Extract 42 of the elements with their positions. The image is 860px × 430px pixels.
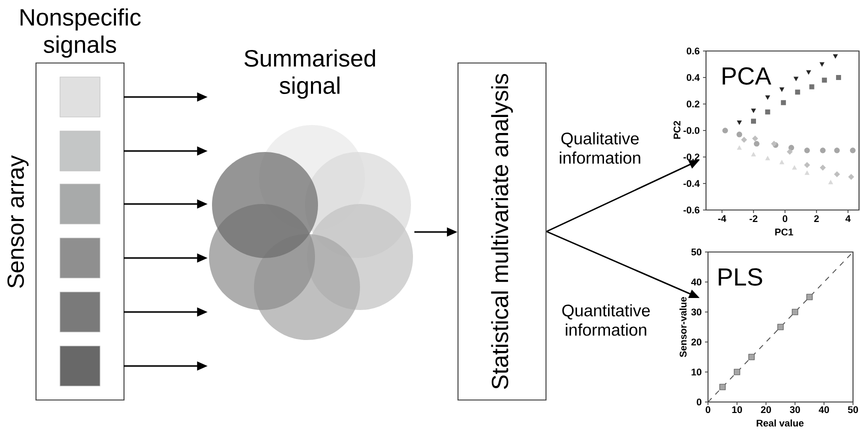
edge-label: Quantitative information xyxy=(558,302,654,338)
tick-label: 2 xyxy=(814,215,819,222)
plot-title: PCA xyxy=(722,67,772,85)
tick-label: 30 xyxy=(790,406,800,414)
sensor-square xyxy=(60,238,100,278)
tick-label: 0 xyxy=(782,215,788,222)
sensor-square xyxy=(60,292,100,332)
sensor-square xyxy=(60,346,100,386)
tick-label: 10 xyxy=(732,406,742,414)
tick-label: 20 xyxy=(760,406,771,414)
axis-title: Sensor-value xyxy=(679,296,687,358)
sensor-square xyxy=(60,184,100,224)
edge-label: Qualitative information xyxy=(552,130,648,166)
axis-title: PC2 xyxy=(674,121,680,139)
heading: Nonspecific signals xyxy=(20,8,141,58)
tick-label: 20 xyxy=(691,338,702,346)
sensor-square xyxy=(60,76,100,118)
tick-label: -4 xyxy=(718,215,726,222)
tick-label: 50 xyxy=(691,248,702,256)
tick-label: 40 xyxy=(691,278,702,286)
tick-label: 50 xyxy=(848,406,858,414)
tick-label: 10 xyxy=(692,368,702,376)
tick-label: -2 xyxy=(750,215,758,222)
tick-label: 0.6 xyxy=(686,48,700,54)
axis-title: Real value xyxy=(756,419,804,427)
plot-title: PLS xyxy=(718,268,762,286)
heading: Summarised signal xyxy=(244,49,376,99)
tick-label: 0 xyxy=(696,398,702,406)
tick-label: 4 xyxy=(845,215,851,222)
side-label: Sensor array xyxy=(7,155,29,288)
sensor-square xyxy=(60,130,100,172)
tick-label: 40 xyxy=(818,406,829,414)
tick-label: -0.4 xyxy=(684,180,700,187)
tick-label: 0 xyxy=(706,406,710,414)
tick-label: -0.6 xyxy=(684,206,700,214)
axis-title: PC1 xyxy=(775,228,794,236)
box-label: Statistical multivariate analysis xyxy=(491,74,513,389)
tick-label: -0.2 xyxy=(684,154,700,160)
tick-label: 30 xyxy=(691,308,702,316)
tick-label: 0.2 xyxy=(686,100,700,108)
tick-label: -0.0 xyxy=(684,127,700,134)
tick-label: 0.4 xyxy=(686,74,700,81)
